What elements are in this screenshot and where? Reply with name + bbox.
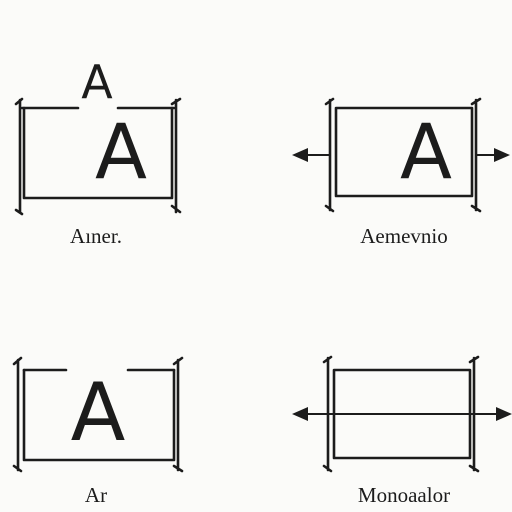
left-bracket-tick-bottom — [14, 208, 24, 216]
panel-caption: Aemevnio — [360, 224, 447, 248]
panel-bottom-right: Monoaalor — [292, 355, 512, 507]
right-bracket — [172, 356, 184, 473]
left-bracket — [12, 356, 23, 473]
box-frame — [22, 368, 176, 462]
text-box — [334, 106, 474, 198]
left-bracket-tick — [14, 97, 24, 106]
left-arrowhead-icon — [292, 148, 308, 162]
panel-caption: Monoaalor — [358, 483, 450, 507]
above-letter: A — [81, 55, 113, 109]
inner-letter: A — [95, 107, 147, 196]
box-frame — [22, 106, 174, 200]
panel-caption: Ar — [85, 483, 107, 507]
right-bracket-tick-bottom — [170, 204, 182, 214]
panel-top-right: A Aemevnio — [292, 97, 510, 248]
panel-bottom-left: A Ar — [12, 356, 184, 507]
inner-letter: A — [71, 366, 126, 459]
inner-letter: A — [400, 107, 452, 196]
left-arrowhead-icon — [292, 407, 308, 421]
panel-top-left: A A Aıner. — [14, 55, 182, 248]
right-arrowhead-icon — [496, 407, 512, 421]
right-arrowhead-icon — [494, 148, 510, 162]
right-bracket-tick — [170, 97, 182, 106]
panel-caption: Aıner. — [70, 224, 122, 248]
